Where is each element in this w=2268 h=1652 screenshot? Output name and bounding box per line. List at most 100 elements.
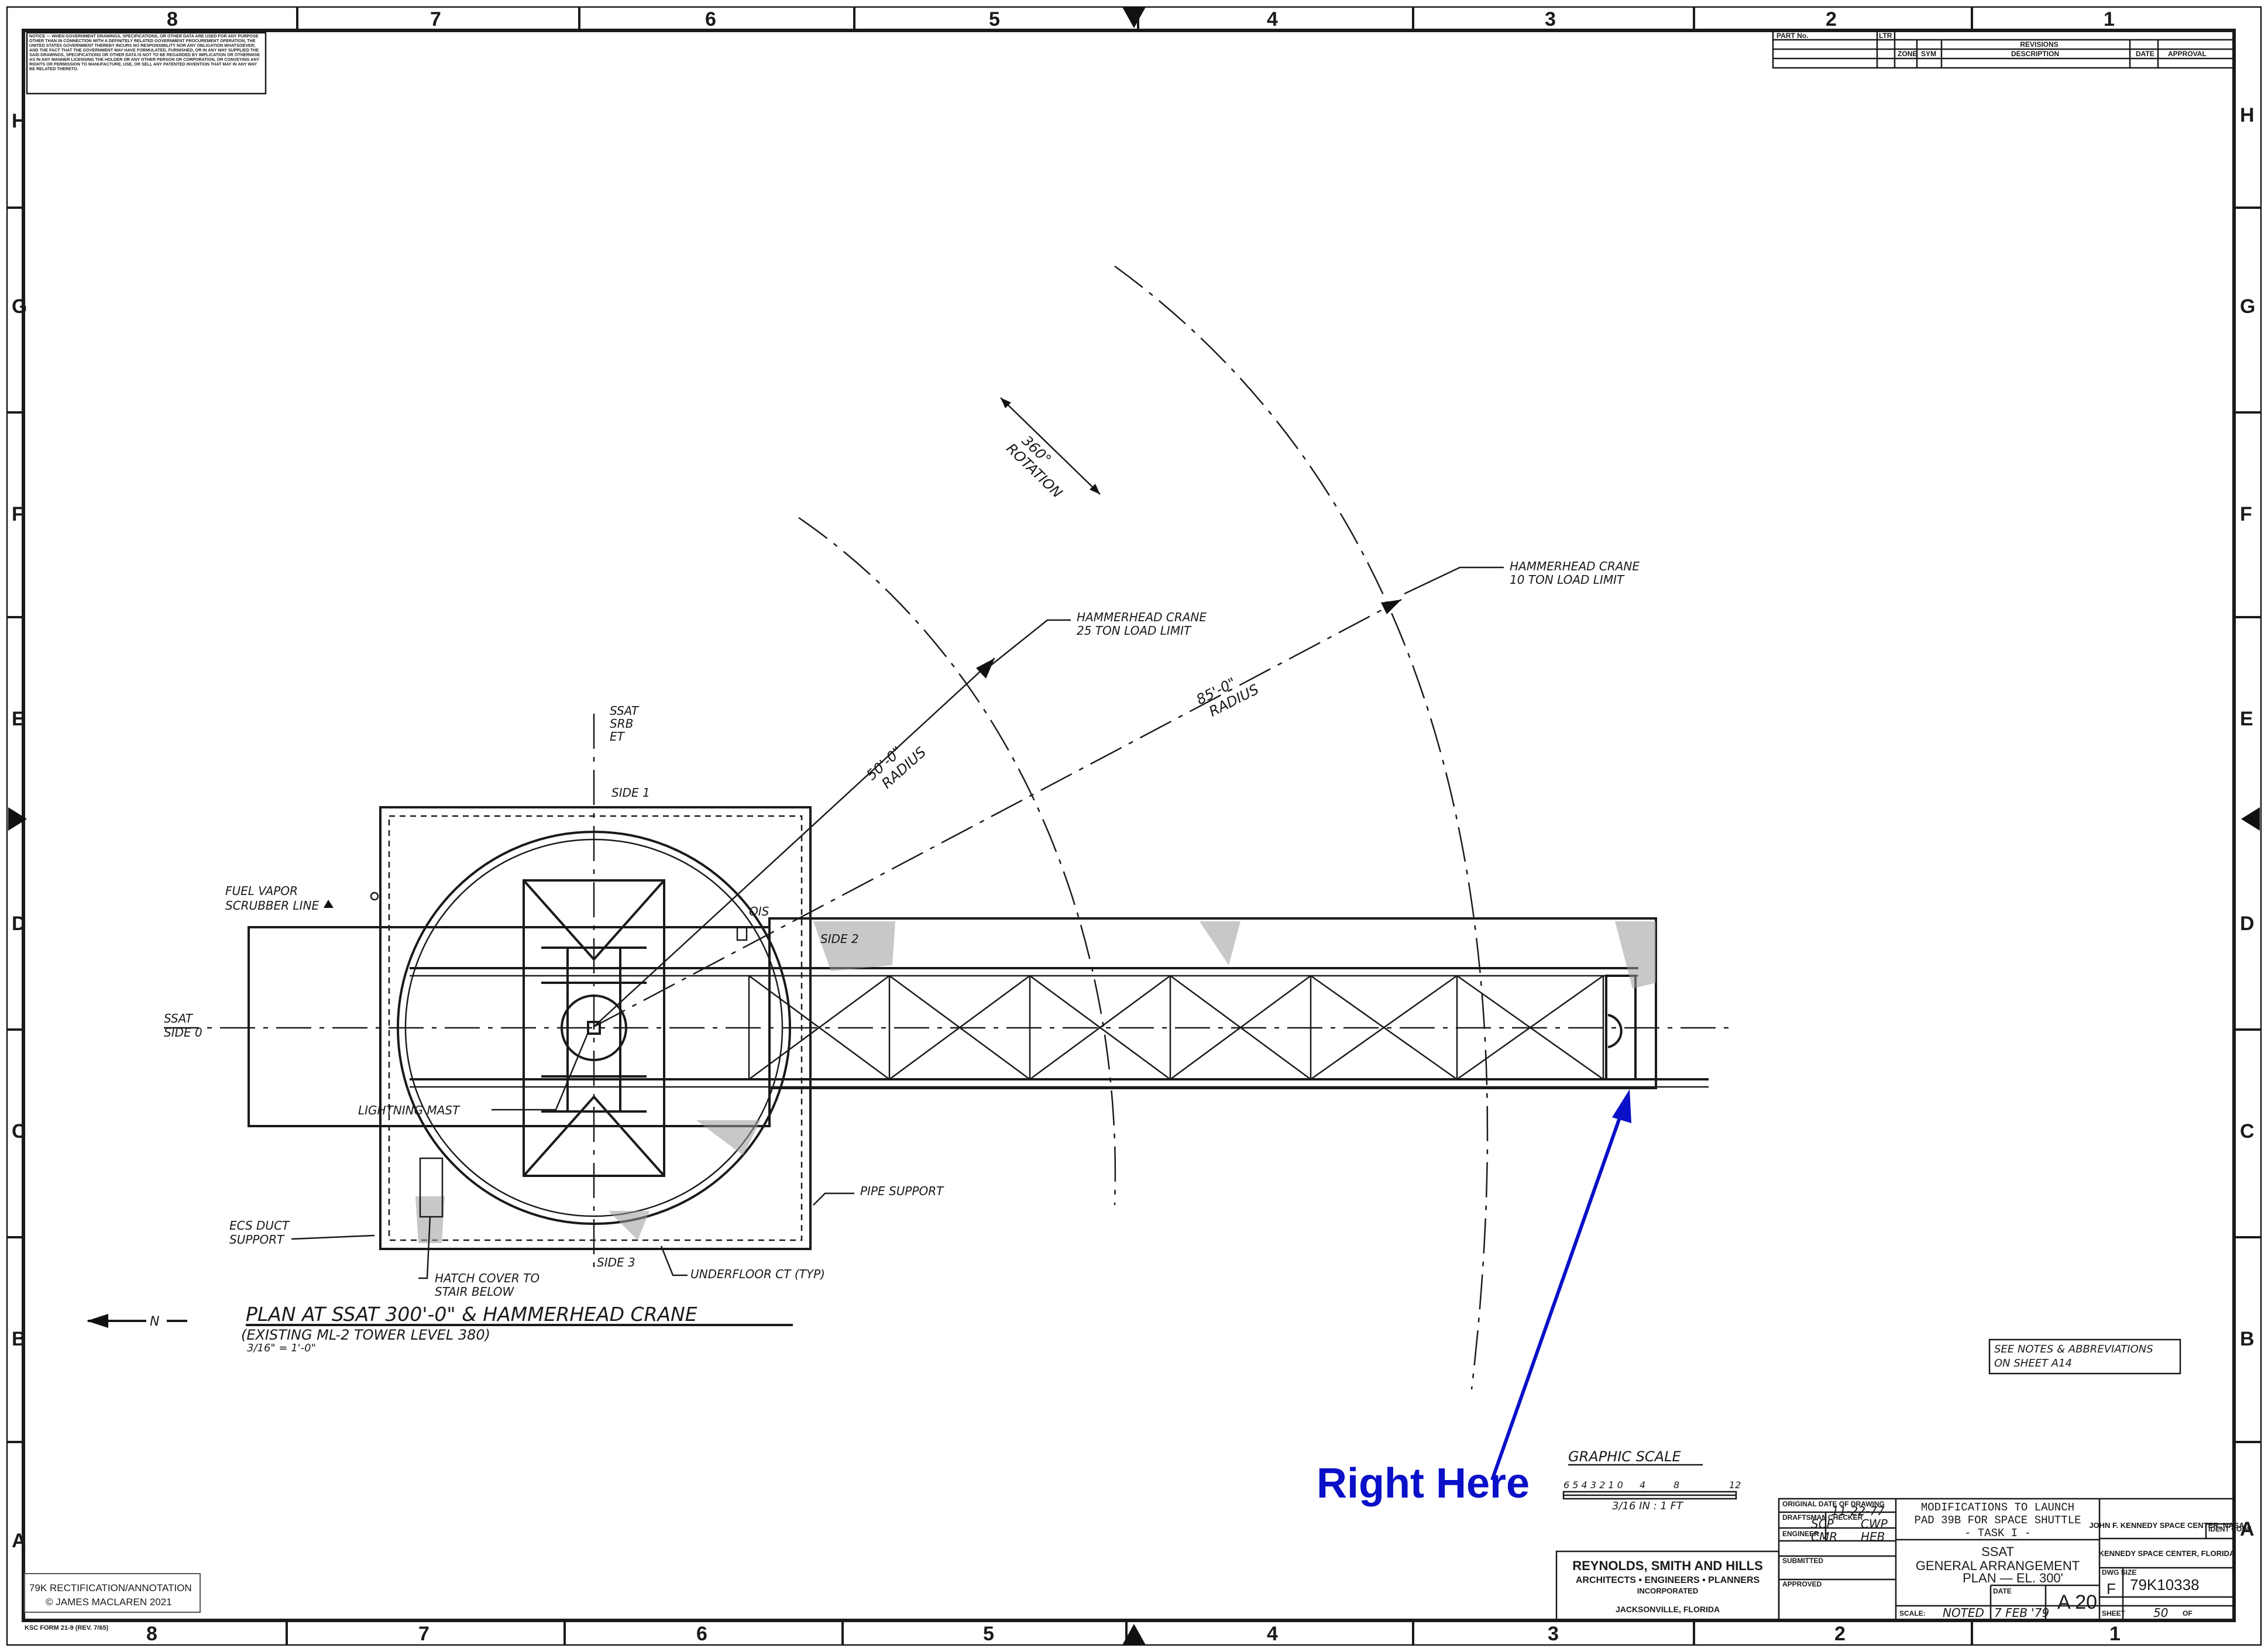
scale-num-12: 12 xyxy=(1729,1479,1741,1491)
agency-location: KENNEDY SPACE CENTER, FLORIDA xyxy=(2099,1549,2235,1558)
original-date: 11-22-77 xyxy=(1831,1504,1885,1518)
col-label: 1 xyxy=(2104,8,2115,30)
scale-ratio: 3/16 IN : 1 FT xyxy=(1612,1500,1684,1512)
form-number: KSC FORM 21-9 (REV. 7/65) xyxy=(25,1625,109,1632)
hatch-cover xyxy=(419,1157,444,1218)
notice-text: NOTICE — WHEN GOVERNMENT DRAWINGS, SPECI… xyxy=(29,34,260,71)
plan-scale: 3/16" = 1'-0" xyxy=(247,1342,316,1354)
ecs-duct-leader xyxy=(291,1234,375,1240)
scale-num-4: 4 xyxy=(1640,1479,1645,1491)
col-label: 8 xyxy=(167,8,178,30)
draftsman-label: DRAFTSMAN xyxy=(1782,1513,1827,1522)
firm-city: JACKSONVILLE, FLORIDA xyxy=(1616,1605,1720,1614)
col-label: 7 xyxy=(430,8,441,30)
row-label: H xyxy=(2240,104,2255,126)
callout-arrow-shaft xyxy=(1490,1114,1623,1481)
fuel-vapor-label: FUEL VAPOR xyxy=(225,884,298,898)
row-label: D xyxy=(2240,913,2255,935)
ident-label: IDENT CODE xyxy=(2208,1525,2252,1533)
row-label: G xyxy=(12,295,27,318)
row-label: G xyxy=(2240,295,2255,318)
col-label: 6 xyxy=(705,8,716,30)
scale-num-8: 8 xyxy=(1673,1479,1679,1491)
firm-name: REYNOLDS, SMITH AND HILLS xyxy=(1572,1558,1763,1573)
lightning-mast-label: LIGHTNING MAST xyxy=(358,1103,461,1117)
ecs-support-label: SUPPORT xyxy=(229,1233,285,1247)
see-notes-sheet: ON SHEET A14 xyxy=(1994,1357,2072,1369)
rev-description: DESCRIPTION xyxy=(2011,50,2059,58)
draftsman: SCP xyxy=(1811,1517,1834,1531)
side-2-label: SIDE 2 xyxy=(820,932,859,946)
rev-approval: APPROVAL xyxy=(2168,50,2207,58)
col-label: 4 xyxy=(1267,8,1278,30)
scale-label: SCALE: xyxy=(1899,1609,1926,1617)
arrowhead-10ton xyxy=(1381,600,1401,614)
column-labels-bottom: 8 7 6 5 4 3 2 1 xyxy=(146,1623,2121,1645)
rev-zone: ZONE xyxy=(1898,50,1917,58)
ecs-duct-label: ECS DUCT xyxy=(229,1219,290,1233)
col-label: 8 xyxy=(146,1623,157,1645)
zone-ticks xyxy=(7,7,2261,1645)
date-value: 7 FEB '79 xyxy=(1994,1606,2049,1620)
engineer: CMR xyxy=(1811,1530,1837,1544)
checker: CWP xyxy=(1861,1517,1888,1531)
row-label: A xyxy=(2240,1518,2255,1540)
et-label: ET xyxy=(610,729,626,744)
north-label: N xyxy=(150,1314,159,1329)
ssat-label: SSAT xyxy=(610,704,640,718)
firm-incorporated: INCORPORATED xyxy=(1637,1586,1698,1595)
lightning-mast xyxy=(587,1021,601,1035)
pipe-support-label: PIPE SUPPORT xyxy=(860,1184,944,1198)
fuel-vapor-marker xyxy=(324,900,334,908)
rotation-arrowhead xyxy=(1001,398,1011,408)
column-labels-top: 8 7 6 5 4 3 2 1 xyxy=(167,8,2115,30)
dwg-size: F xyxy=(2107,1580,2116,1598)
row-labels-left: H G F E D C B A xyxy=(12,110,27,1552)
hook-block xyxy=(1605,975,1637,1080)
ssat-side0-label: SSAT xyxy=(164,1011,194,1025)
leader-10ton xyxy=(1404,566,1504,595)
scrubber-line-label: SCRUBBER LINE xyxy=(225,899,319,913)
engineer-2: HEB xyxy=(1861,1530,1885,1544)
leader-25ton xyxy=(988,619,1071,667)
agency-name: JOHN F. KENNEDY SPACE CENTER, NASA xyxy=(2089,1521,2245,1530)
col-label: 7 xyxy=(418,1623,429,1645)
see-notes-label: SEE NOTES & ABBREVIATIONS xyxy=(1994,1343,2153,1355)
col-label: 2 xyxy=(1834,1623,1846,1645)
row-label: E xyxy=(2240,708,2253,730)
col-label: 5 xyxy=(989,8,1000,30)
srb-label: SRB xyxy=(610,717,633,731)
col-label: 4 xyxy=(1267,1623,1278,1645)
project-line-2: PAD 39B FOR SPACE SHUTTLE xyxy=(1914,1514,2081,1527)
firm-disciplines: ARCHITECTS • ENGINEERS • PLANNERS xyxy=(1576,1575,1760,1585)
col-label: 5 xyxy=(983,1623,994,1645)
side-3-label: SIDE 3 xyxy=(597,1255,635,1269)
col-label: 6 xyxy=(696,1623,707,1645)
revisions-table xyxy=(1772,29,2235,69)
row-label: B xyxy=(12,1328,26,1350)
row-label: C xyxy=(12,1120,26,1142)
col-label: 3 xyxy=(1545,8,1556,30)
scale-value: NOTED xyxy=(1943,1606,1984,1620)
row-label: E xyxy=(12,708,25,730)
hook-arc xyxy=(1607,1014,1623,1048)
plan-subtitle: (EXISTING ML-2 TOWER LEVEL 380) xyxy=(241,1327,490,1343)
tower-base xyxy=(379,806,812,1250)
drawing-title-3: PLAN — EL. 300' xyxy=(1963,1571,2063,1585)
col-label: 2 xyxy=(1826,8,1837,30)
row-label: C xyxy=(2240,1120,2255,1142)
col-label: 3 xyxy=(1548,1623,1559,1645)
engineer-label: ENGINEER xyxy=(1782,1530,1819,1538)
submitted-label: SUBMITTED xyxy=(1782,1557,1823,1565)
drawing-number: 79K10338 xyxy=(2130,1576,2200,1594)
radius-arc-50ft xyxy=(798,517,1116,1206)
original-date-label: ORIGINAL DATE OF DRAWING xyxy=(1782,1500,1885,1508)
callout-arrowhead xyxy=(1612,1089,1631,1123)
centering-arrows xyxy=(8,7,2260,1645)
stair-below-label: STAIR BELOW xyxy=(435,1285,515,1299)
approved-label: APPROVED xyxy=(1782,1580,1822,1588)
counterweight-deck xyxy=(248,926,771,1127)
hatch-cover-label: HATCH COVER TO xyxy=(435,1271,539,1285)
rectification-line-2: © JAMES MACLAREN 2021 xyxy=(46,1596,172,1608)
crane-25-limit: 25 TON LOAD LIMIT xyxy=(1077,624,1192,638)
